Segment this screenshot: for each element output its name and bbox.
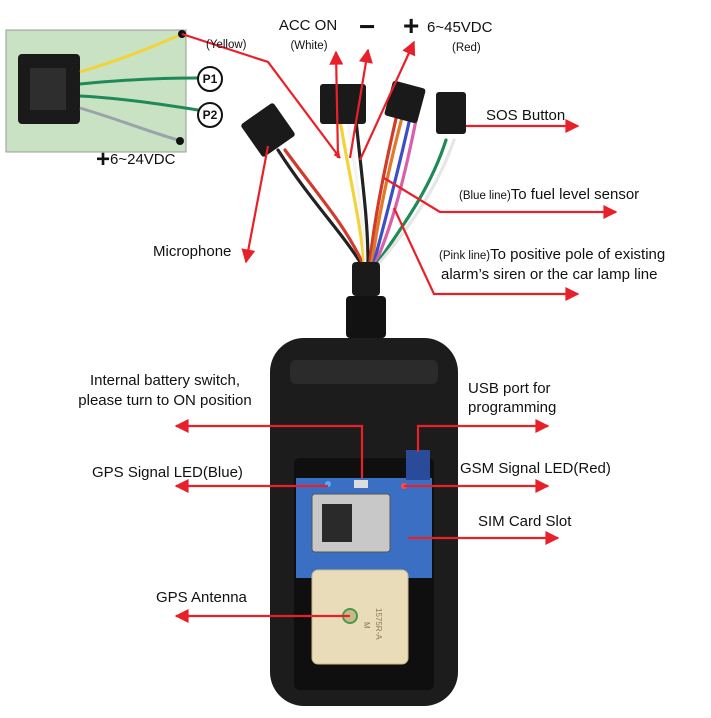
label-fuel: (Blue line)To fuel level sensor xyxy=(459,186,640,203)
label-microphone: Microphone xyxy=(153,243,232,260)
connectors xyxy=(241,80,466,157)
arrow-acc xyxy=(329,50,344,159)
connector-sos xyxy=(436,92,466,134)
arrow-battery xyxy=(174,419,364,478)
arrow-plus xyxy=(358,40,416,161)
wire-left-red xyxy=(283,148,364,264)
label-sos: SOS Button xyxy=(486,107,566,124)
label-battery-1: Internal battery switch, xyxy=(89,372,241,389)
label-sim: SIM Card Slot xyxy=(478,513,572,530)
inset-photo xyxy=(5,29,199,153)
wire-black xyxy=(354,118,370,264)
connector-middle xyxy=(384,80,426,124)
wire-white xyxy=(346,118,368,264)
label-siren-2: alarm’s siren or the car lamp line xyxy=(441,266,658,283)
label-battery-2: please turn to ON position xyxy=(78,392,252,409)
connector-power xyxy=(320,84,366,124)
label-red: (Red) xyxy=(452,42,481,54)
arrow-microphone xyxy=(241,145,270,264)
antenna-code: 1575R-A xyxy=(374,608,383,640)
arrow-siren xyxy=(393,207,580,301)
cable-strain-relief xyxy=(346,262,386,338)
label-plus: + xyxy=(403,10,420,41)
label-usb-2: programming xyxy=(468,399,557,416)
label-siren-1: (Pink line)To positive pole of existing xyxy=(439,246,666,263)
battery-switch-graphic xyxy=(354,480,368,488)
label-p1: P1 xyxy=(197,66,223,92)
label-gps-antenna: GPS Antenna xyxy=(156,589,247,606)
antenna-m: M xyxy=(362,622,371,629)
arrow-yellow xyxy=(181,32,341,159)
wire-harness xyxy=(276,108,456,264)
usb-port-graphic xyxy=(406,450,430,480)
callout-arrows xyxy=(174,32,618,623)
label-6-24vdc: +6~24VDC xyxy=(96,146,176,173)
connector-microphone xyxy=(241,103,295,157)
wire-white-2 xyxy=(378,138,456,264)
label-minus: − xyxy=(359,11,376,42)
label-yellow: (Yellow) xyxy=(206,39,247,51)
tracker-device: 1575R-A M xyxy=(270,338,458,706)
label-acc-on: ACC ON xyxy=(278,17,338,34)
label-white: (White) xyxy=(290,40,328,52)
wire-blue xyxy=(372,116,412,264)
label-gsm-led: GSM Signal LED(Red) xyxy=(460,460,611,477)
wire-left-black xyxy=(276,148,362,264)
arrow-usb xyxy=(416,419,550,452)
wire-pink xyxy=(374,118,418,264)
label-usb-1: USB port for xyxy=(468,380,551,397)
arrow-fuel xyxy=(383,177,618,219)
arrow-minus xyxy=(348,48,373,159)
wire-yellow xyxy=(338,118,366,264)
label-gps-led: GPS Signal LED(Blue) xyxy=(92,464,243,481)
wire-red xyxy=(368,108,400,264)
wire-green xyxy=(376,138,448,264)
wire-orange xyxy=(370,108,406,264)
label-6-45vdc: 6~45VDC xyxy=(427,19,493,36)
label-p2: P2 xyxy=(197,102,223,128)
